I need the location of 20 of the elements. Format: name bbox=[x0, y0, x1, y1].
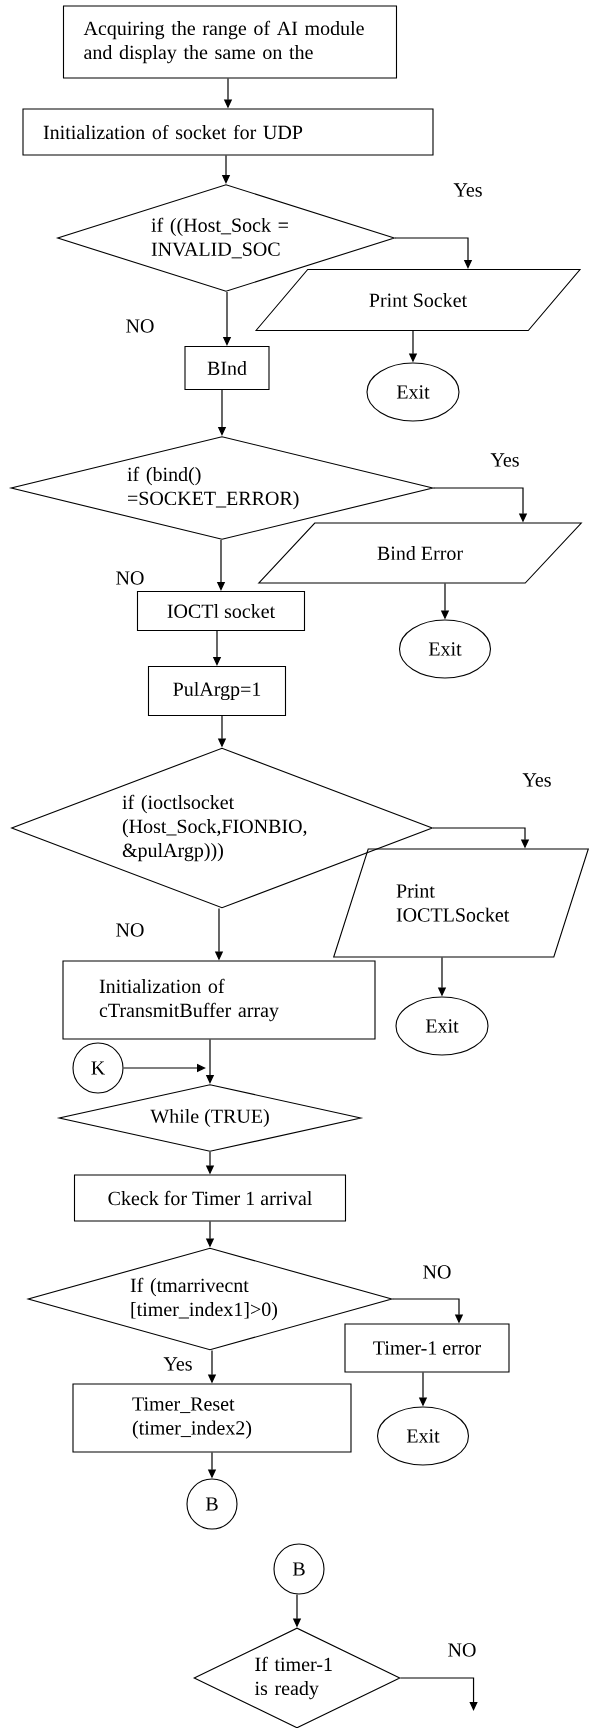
process-box: Acquiring the range of AI module and display the same on the bbox=[62, 5, 398, 79]
process-box: Initialization of socket for UDP bbox=[22, 108, 434, 156]
edge-label: Yes bbox=[489, 452, 521, 468]
process-box: IOCTl socket bbox=[136, 590, 306, 632]
edge-label: NO bbox=[446, 1642, 478, 1658]
edge-label: NO bbox=[124, 318, 156, 334]
edge-label: Yes bbox=[162, 1356, 194, 1372]
edge-label: Yes bbox=[521, 772, 553, 788]
arrow bbox=[399, 1677, 478, 1711]
edge-label: NO bbox=[421, 1264, 453, 1280]
edge-label: Yes bbox=[452, 182, 484, 198]
process-box: Timer-1 error bbox=[344, 1323, 510, 1373]
edge-label: NO bbox=[114, 570, 146, 586]
process-box: Timer_Reset (timer_index2) bbox=[72, 1383, 352, 1453]
process-box: PulArgp=1 bbox=[147, 665, 287, 717]
process-box: BInd bbox=[184, 345, 270, 391]
process-box: Initialization of cTransmitBuffer array bbox=[62, 960, 376, 1040]
edge-label: NO bbox=[114, 922, 146, 938]
arrow bbox=[394, 237, 473, 269]
process-box: Ckeck for Timer 1 arrival bbox=[73, 1174, 347, 1222]
